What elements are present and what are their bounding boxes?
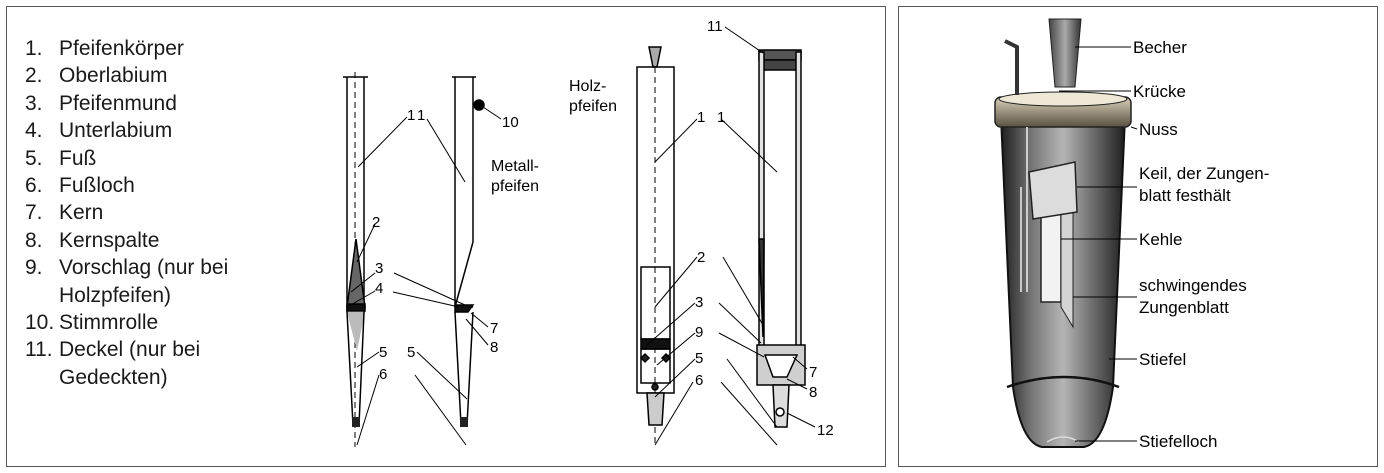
reed-pipe-panel: Becher Krücke Nuss Keil, der Zungen- bla… [898, 6, 1378, 467]
label-becher: Becher [1133, 38, 1187, 57]
metal-label-4: 4 [375, 280, 383, 297]
metal-group-label: Metall- pfeifen [491, 158, 539, 195]
flue-pipe-panel: 1.Pfeifenkörper 2.Oberlabium 3.Pfeifenmu… [6, 6, 886, 467]
metal-label-5: 5 [379, 344, 387, 361]
label-stiefel: Stiefel [1139, 350, 1186, 369]
metal-label-10: 10 [502, 114, 519, 131]
metal-label-1: 1 [407, 107, 415, 124]
label-keil: Keil, der Zungen- [1139, 164, 1269, 183]
label-nuss: Nuss [1139, 120, 1178, 139]
label-kehle: Kehle [1139, 230, 1182, 249]
metal-label-2: 2 [372, 214, 380, 231]
reed-leader-lines [1059, 46, 1138, 442]
wood-group-label: Holz- pfeifen [569, 78, 617, 115]
reed-pipe-diagram: Becher Krücke Nuss Keil, der Zungen- bla… [994, 18, 1269, 451]
wood-label-1b: 1 [717, 109, 725, 126]
legend-item: 4.Unterlabium [25, 119, 173, 143]
metal-label-1b: 1 [417, 107, 425, 124]
wood-number-labels: 11 1 1 2 3 9 5 6 7 8 12 [695, 18, 834, 439]
metal-leader-lines [348, 106, 502, 446]
wood-label-5: 5 [695, 350, 703, 367]
wood-pipe-section [756, 49, 806, 428]
label-zungenblatt: schwingendes [1139, 276, 1247, 295]
legend-item: 9.Vorschlag (nur bei Holzpfeifen) [25, 256, 229, 307]
wood-label-9: 9 [695, 324, 703, 341]
legend-item: 10.Stimmrolle [25, 311, 159, 335]
metal-label-3: 3 [375, 260, 383, 277]
svg-text:pfeifen: pfeifen [569, 98, 617, 115]
wood-leader-lines [646, 26, 816, 446]
legend-item: 7.Kern [25, 201, 104, 225]
wood-label-3: 3 [695, 294, 703, 311]
svg-text:pfeifen: pfeifen [491, 178, 539, 195]
label-keil-2: blatt festhält [1139, 186, 1231, 205]
label-kruecke: Krücke [1133, 82, 1186, 101]
wood-label-11: 11 [707, 18, 723, 35]
parts-legend: 1.Pfeifenkörper 2.Oberlabium 3.Pfeifenmu… [25, 35, 249, 391]
metal-label-7: 7 [490, 320, 498, 337]
wood-pipe-front [636, 46, 675, 447]
legend-item: 8.Kernspalte [25, 228, 160, 252]
legend-item: 5.Fuß [25, 146, 97, 170]
reed-pipe-body [994, 18, 1132, 448]
wood-label-12: 12 [817, 422, 834, 439]
metal-pipe-side [452, 76, 485, 427]
metal-number-labels: 1 1 2 3 4 7 8 5 5 6 10 [372, 107, 519, 383]
pipe-diagrams: 1 1 2 3 4 7 8 5 5 6 10 Metall- pfeifen [343, 18, 834, 447]
svg-text:Holz-: Holz- [569, 78, 606, 95]
legend-item: 11.Deckel (nur bei Gedeckten) [25, 338, 201, 389]
wood-label-7: 7 [809, 364, 817, 381]
legend-item: 6.Fußloch [25, 174, 135, 198]
wood-label-6: 6 [695, 372, 703, 389]
metal-label-6: 6 [379, 366, 387, 383]
svg-text:Metall-: Metall- [491, 158, 539, 175]
label-zungenblatt-2: Zungenblatt [1139, 298, 1229, 317]
label-stiefelloch: Stiefelloch [1139, 432, 1217, 451]
legend-item: 2.Oberlabium [25, 64, 168, 88]
metal-label-5b: 5 [407, 344, 415, 361]
legend-item: 3.Pfeifenmund [25, 91, 177, 115]
metal-label-8: 8 [490, 339, 498, 356]
wood-label-2: 2 [697, 249, 705, 266]
wood-label-8: 8 [809, 384, 817, 401]
reed-labels: Becher Krücke Nuss Keil, der Zungen- bla… [1133, 38, 1269, 451]
legend-item: 1.Pfeifenkörper [25, 37, 184, 60]
wood-label-1: 1 [697, 109, 705, 126]
metal-pipe-front [343, 72, 368, 447]
